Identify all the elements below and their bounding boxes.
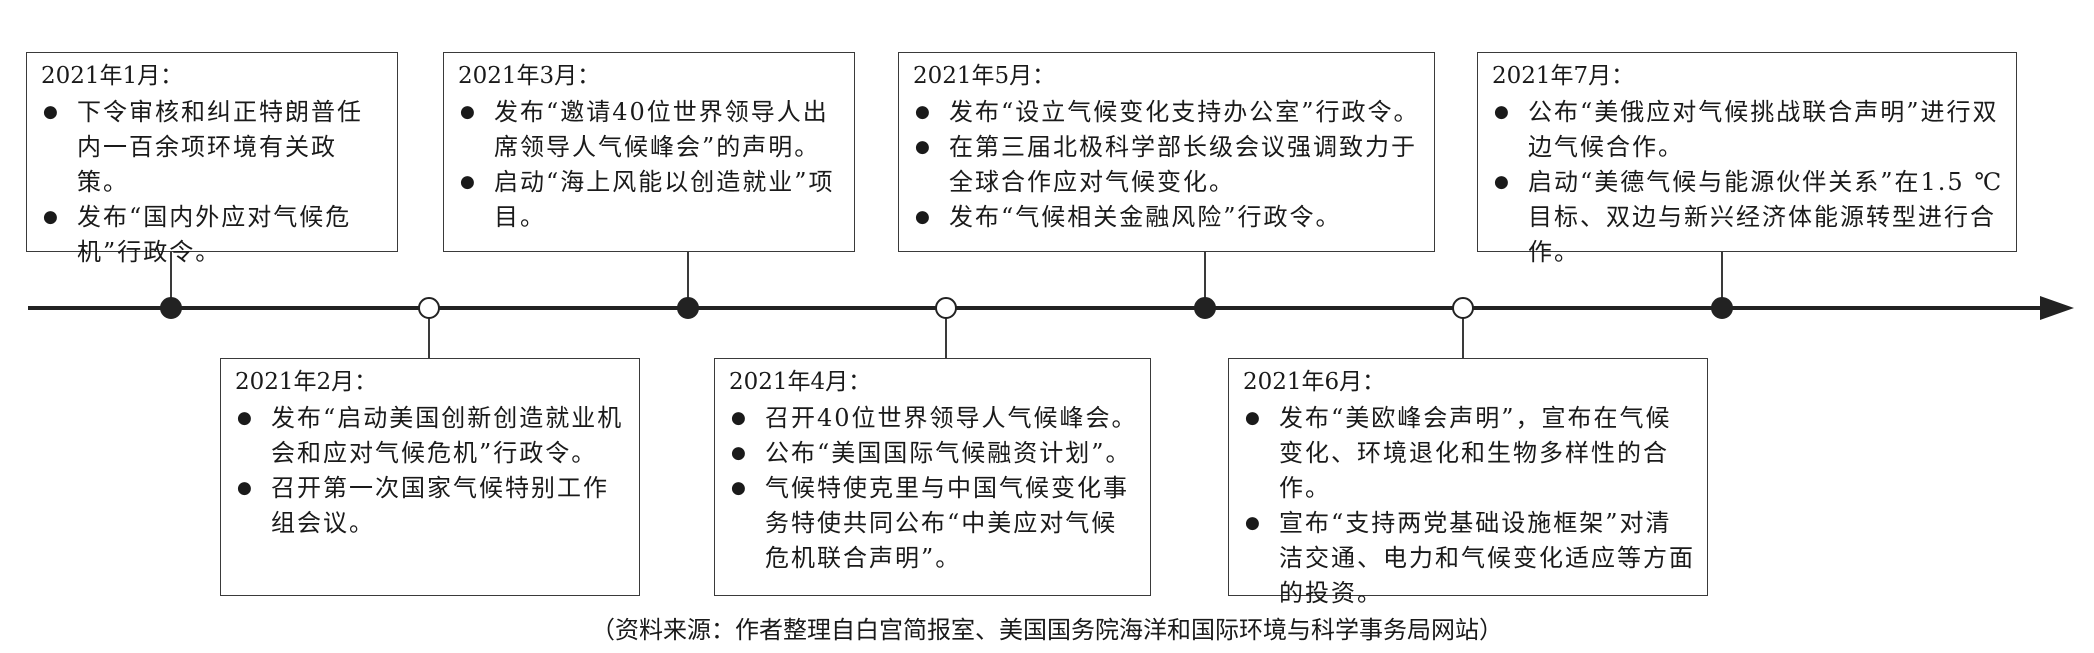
event-item: 气候特使克里与中国气候变化事务特使共同公布“中美应对气候危机联合声明”。 (729, 471, 1138, 576)
event-item: 启动“海上风能以创造就业”项目。 (458, 165, 842, 235)
connector-jun (1462, 308, 1464, 358)
event-item: 发布“设立气候变化支持办公室”行政令。 (913, 95, 1422, 130)
timeline-dot-feb (418, 297, 440, 319)
timeline-dot-may (1194, 297, 1216, 319)
event-date: 2021年4月： (729, 369, 872, 395)
event-item: 召开40位世界领导人气候峰会。 (729, 401, 1138, 436)
event-box-apr: 2021年4月： 召开40位世界领导人气候峰会。 公布“美国国际气候融资计划”。… (714, 358, 1151, 596)
connector-feb (428, 308, 430, 358)
event-box-jul: 2021年7月： 公布“美俄应对气候挑战联合声明”进行双边气候合作。 启动“美德… (1477, 52, 2017, 266)
timeline-dot-mar (677, 297, 699, 319)
event-item: 公布“美俄应对气候挑战联合声明”进行双边气候合作。 (1492, 95, 2004, 165)
timeline-dot-jan (160, 297, 182, 319)
event-item: 下令审核和纠正特朗普任内一百余项环境有关政策。 (41, 95, 385, 200)
event-item: 在第三届北极科学部长级会议强调致力于全球合作应对气候变化。 (913, 130, 1422, 200)
connector-jul (1721, 252, 1723, 308)
timeline-dot-jul (1711, 297, 1733, 319)
event-item: 召开第一次国家气候特别工作组会议。 (235, 471, 627, 541)
timeline-dot-jun (1452, 297, 1474, 319)
event-item: 发布“国内外应对气候危机”行政令。 (41, 200, 385, 270)
connector-apr (945, 308, 947, 358)
event-box-jan: 2021年1月： 下令审核和纠正特朗普任内一百余项环境有关政策。 发布“国内外应… (26, 52, 398, 266)
event-item: 发布“启动美国创新创造就业机会和应对气候危机”行政令。 (235, 401, 627, 471)
event-item: 发布“气候相关金融风险”行政令。 (913, 200, 1422, 235)
connector-jan (170, 252, 172, 308)
event-date: 2021年3月： (458, 63, 601, 89)
event-item: 启动“美德气候与能源伙伴关系”在1.5 ℃目标、双边与新兴经济体能源转型进行合作… (1492, 165, 2004, 270)
source-note: （资料来源：作者整理自白宫简报室、美国国务院海洋和国际环境与科学事务局网站） (591, 616, 1503, 644)
event-item: 宣布“支持两党基础设施框架”对清洁交通、电力和气候变化适应等方面的投资。 (1243, 506, 1695, 611)
event-box-feb: 2021年2月： 发布“启动美国创新创造就业机会和应对气候危机”行政令。 召开第… (220, 358, 640, 596)
timeline-axis (28, 306, 2048, 310)
event-box-may: 2021年5月： 发布“设立气候变化支持办公室”行政令。 在第三届北极科学部长级… (898, 52, 1435, 252)
event-item: 公布“美国国际气候融资计划”。 (729, 436, 1138, 471)
event-date: 2021年7月： (1492, 63, 1635, 89)
event-box-mar: 2021年3月： 发布“邀请40位世界领导人出席领导人气候峰会”的声明。 启动“… (443, 52, 855, 252)
timeline-arrowhead (2040, 296, 2074, 320)
connector-may (1204, 252, 1206, 308)
event-item: 发布“美欧峰会声明”，宣布在气候变化、环境退化和生物多样性的合作。 (1243, 401, 1695, 506)
event-item: 发布“邀请40位世界领导人出席领导人气候峰会”的声明。 (458, 95, 842, 165)
event-date: 2021年2月： (235, 369, 378, 395)
timeline-dot-apr (935, 297, 957, 319)
connector-mar (687, 252, 689, 308)
event-date: 2021年6月： (1243, 369, 1386, 395)
event-date: 2021年5月： (913, 63, 1056, 89)
event-date: 2021年1月： (41, 63, 184, 89)
event-box-jun: 2021年6月： 发布“美欧峰会声明”，宣布在气候变化、环境退化和生物多样性的合… (1228, 358, 1708, 607)
